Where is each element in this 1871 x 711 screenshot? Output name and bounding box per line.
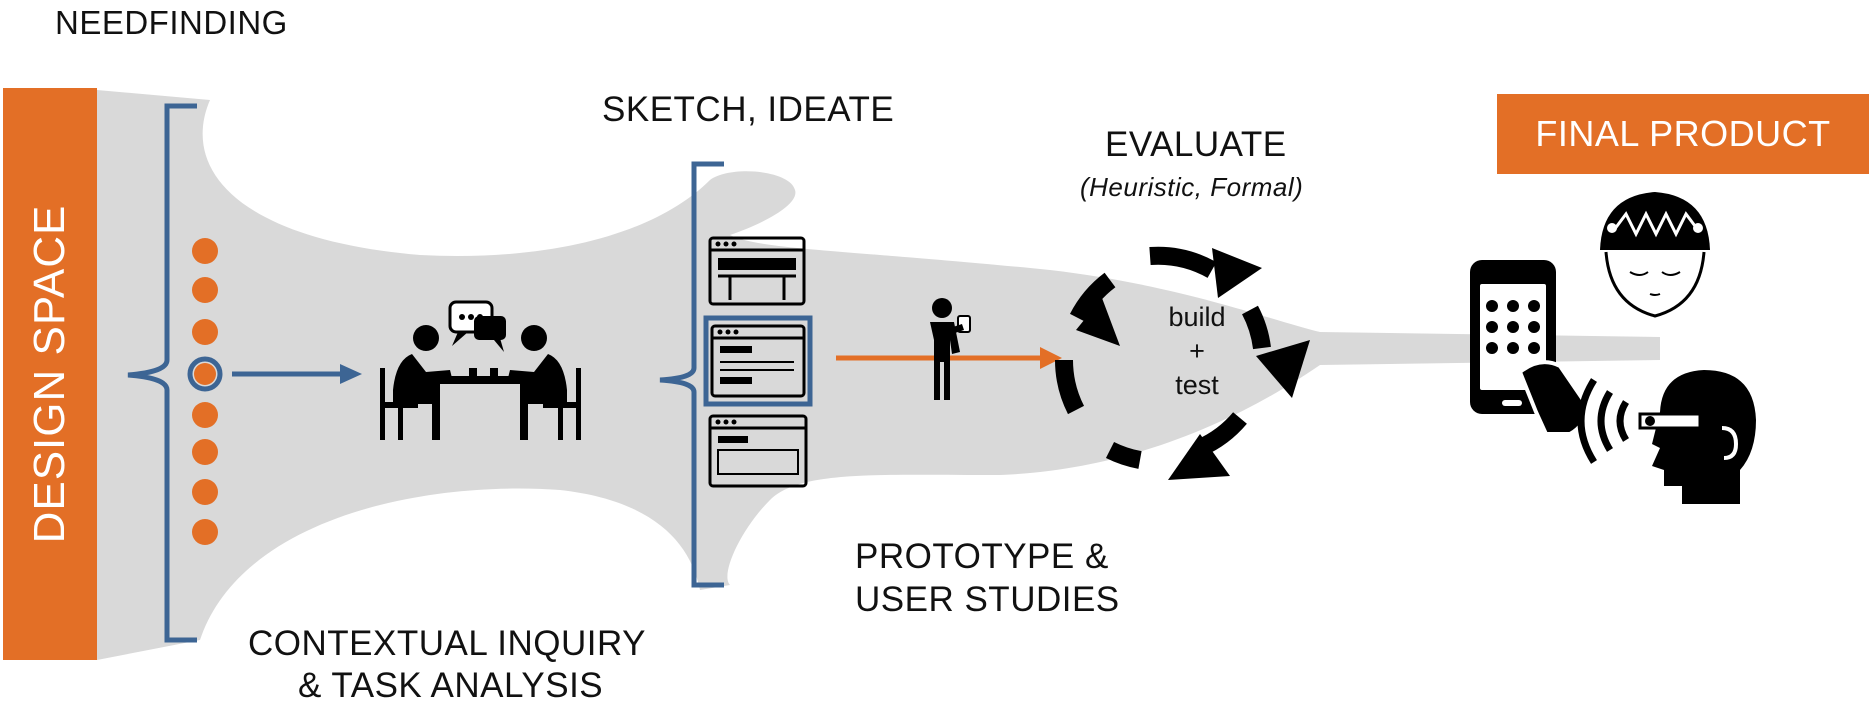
loop-test-label: test [1175,370,1219,400]
eeg-headset-icon [1600,192,1710,318]
needfinding-label: NEEDFINDING [55,4,288,41]
interface-sketch-icon [703,236,813,488]
audio-wearable-icon [1577,370,1756,504]
selected-option-ring [187,356,223,392]
loop-build-label: build [1168,302,1226,332]
design-space-label: DESIGN SPACE [25,204,74,544]
option-dots [192,238,218,545]
evaluate-label: EVALUATE [1105,125,1287,164]
final-product-box: FINAL PRODUCT [1497,94,1869,174]
cycle-arrowheads [1076,248,1310,480]
smartphone-hand-icon [1470,260,1589,436]
design-space-funnel [97,90,1660,660]
needfinding-arrow [232,364,362,384]
contextual-inquiry-label-line2: & TASK ANALYSIS [298,666,604,705]
design-space-bar: DESIGN SPACE [3,88,97,660]
final-product-label: FINAL PRODUCT [1535,113,1831,154]
prototype-label-line2: USER STUDIES [855,580,1120,619]
sketch-bracket [659,161,724,588]
people-discussion-icon [380,300,581,440]
evaluate-subtitle: (Heuristic, Formal) [1080,172,1304,202]
user-with-phone-icon [930,298,971,400]
loop-plus-label: + [1189,336,1205,366]
needfinding-bracket [127,103,197,643]
contextual-inquiry-label-line1: CONTEXTUAL INQUIRY [248,624,646,663]
sketch-ideate-label: SKETCH, IDEATE [602,90,895,129]
prototype-label-line1: PROTOTYPE & [855,537,1109,576]
